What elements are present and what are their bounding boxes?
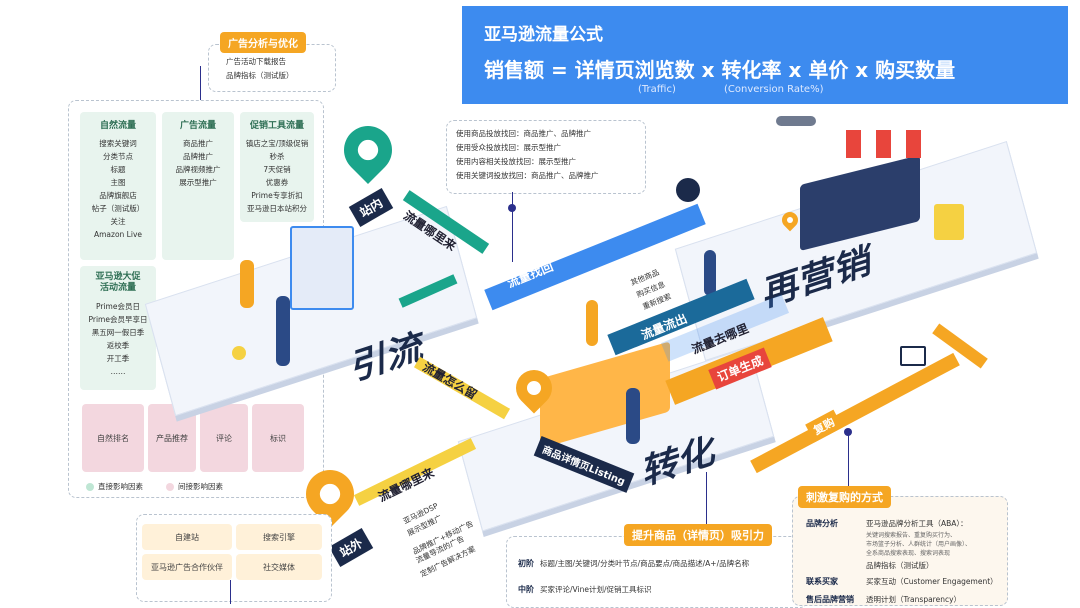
connector-dot <box>844 428 852 436</box>
arrow-repurchase <box>750 352 960 474</box>
retarget-note: 使用关键词投放找回：商品推广、品牌推广 <box>456 171 599 180</box>
list-item: 亚马逊日本站积分 <box>247 204 307 213</box>
ad-traffic-head: 广告流量 <box>179 121 216 131</box>
list-item: 秒杀 <box>269 152 285 161</box>
list-item: 黑五网一假日季 <box>91 328 145 337</box>
list-item: 关注 <box>110 217 126 226</box>
improve-stage: 中阶 <box>518 585 534 594</box>
list-item: Prime会员早享日 <box>88 315 148 324</box>
retarget-note: 使用受众投放找回：展示型推广 <box>456 143 561 152</box>
list-item: 分类节点 <box>103 152 133 161</box>
person-illustration <box>626 388 640 444</box>
ad-analysis-item-1: 广告活动下载报告 <box>226 57 286 66</box>
improve-text: 买家评论/Vine计划/促销工具标识 <box>540 585 652 594</box>
repurchase-sub: 关键词搜索报告、重复购买行为、 <box>866 532 957 539</box>
shop-awning <box>846 130 936 158</box>
list-item: 帖子（测试版） <box>91 204 145 213</box>
list-item: Amazon Live <box>93 230 142 239</box>
list-item: 搜索关键词 <box>99 139 137 148</box>
formula-title: 亚马逊流量公式 <box>484 25 603 45</box>
arrow-recover <box>484 203 706 311</box>
outside-ad-partner: 亚马逊广告合作伙伴 <box>142 554 232 580</box>
list-item: 品牌视频推广 <box>175 165 221 174</box>
retarget-note: 使用商品投放找回：商品推广、品牌推广 <box>456 129 591 138</box>
ad-traffic-column: 广告流量 商品推广 品牌推广 品牌视频推广 展示型推广 <box>162 112 234 260</box>
repurchase-val: 品牌指标（测试版） <box>866 561 934 570</box>
repurchase-key: 联系买家 <box>806 577 838 586</box>
connector-line <box>848 430 849 486</box>
recover-node-icon <box>676 178 700 202</box>
drone-icon <box>776 116 816 126</box>
connector-line <box>200 66 201 104</box>
list-item: 优惠券 <box>265 178 289 187</box>
natural-traffic-column: 自然流量 搜索关键词 分类节点 标题 主图 品牌旗舰店 帖子（测试版） 关注 A… <box>80 112 156 260</box>
outside-search-engine: 搜索引擎 <box>236 524 322 550</box>
formula-conversion-note: (Conversion Rate%) <box>724 84 824 95</box>
list-item: 品牌旗舰店 <box>99 191 137 200</box>
big-promo-column: 亚马逊大促 活动流量 Prime会员日 Prime会员早享日 黑五网一假日季 返… <box>80 266 156 390</box>
improve-title: 提升商品（详情页）吸引力 <box>624 524 772 546</box>
list-item: 展示型推广 <box>179 178 217 187</box>
list-item: 镇店之宝/顶级促销 <box>245 139 309 148</box>
outside-social-media: 社交媒体 <box>236 554 322 580</box>
formula-traffic-note: (Traffic) <box>638 84 676 95</box>
repurchase-val: 透明计划（Transparency） <box>866 595 962 604</box>
screen-illustration <box>290 226 354 310</box>
inside-station-pin-icon <box>334 116 402 184</box>
retarget-note: 使用内容相关投放找回：展示型推广 <box>456 157 576 166</box>
legend-indirect: 间接影响因素 <box>178 482 223 491</box>
shopping-bag-icon <box>934 204 964 240</box>
retarget-notes-box <box>446 120 646 194</box>
connector-dot <box>508 204 516 212</box>
repurchase-val: 亚马逊品牌分析工具（ABA）： <box>866 519 968 528</box>
improve-text: 标题/主图/关键词/分类叶节点/商品要点/商品描述/A+/品牌名称 <box>540 559 750 568</box>
person-illustration <box>240 260 254 308</box>
person-illustration <box>276 296 290 366</box>
connector-line <box>512 192 513 262</box>
list-item: …… <box>110 367 126 376</box>
promo-tool-head: 促销工具流量 <box>249 121 304 131</box>
list-item: 品牌推广 <box>183 152 213 161</box>
factor-review: 评论 <box>200 404 248 472</box>
repurchase-key: 品牌分析 <box>806 519 838 528</box>
list-item: 返校季 <box>106 341 130 350</box>
list-item: 标题 <box>110 165 126 174</box>
list-item: 主图 <box>110 178 126 187</box>
outside-station-tag: 站外 <box>328 528 374 567</box>
legend-direct-swatch <box>86 483 94 491</box>
connector-line <box>230 580 231 604</box>
person-illustration <box>586 300 598 346</box>
formula-banner: 亚马逊流量公式 销售额 = 详情页浏览数 x 转化率 x 单价 x 购买数量 (… <box>462 6 1068 104</box>
legend-indirect-swatch <box>166 483 174 491</box>
list-item: 7天促销 <box>263 165 291 174</box>
repurchase-title: 刺激复购的方式 <box>798 486 891 508</box>
repurchase-sub: 全系商品搜索表现、搜索词表现 <box>866 550 951 557</box>
improve-box <box>506 536 808 608</box>
shopping-cart-icon <box>900 346 926 366</box>
ad-analysis-item-2: 品牌指标（测试版） <box>226 71 294 80</box>
outside-own-site: 自建站 <box>142 524 232 550</box>
list-item: 开工季 <box>106 354 130 363</box>
legend-direct: 直接影响因素 <box>98 482 143 491</box>
ad-analysis-title: 广告分析与优化 <box>220 32 306 53</box>
list-item: 商品推广 <box>183 139 213 148</box>
repurchase-val: 买家互动（Customer Engagement） <box>866 577 998 586</box>
big-promo-head: 亚马逊大促 活动流量 <box>95 272 141 293</box>
repurchase-sub: 市场篮子分析、人群统计（用户画像）、 <box>866 541 972 548</box>
factor-product-recommend: 产品推荐 <box>148 404 196 472</box>
connector-line <box>706 472 707 524</box>
natural-traffic-head: 自然流量 <box>99 121 136 131</box>
improve-stage: 初阶 <box>518 559 534 568</box>
repurchase-key: 售后品牌营销 <box>806 595 854 604</box>
lightbulb-icon <box>232 346 246 360</box>
person-illustration <box>704 250 716 296</box>
arrow-how-stay-label: 流量怎么留 <box>420 359 480 402</box>
list-item: Prime专享折扣 <box>251 191 303 200</box>
promo-tool-column: 促销工具流量 镇店之宝/顶级促销 秒杀 7天促销 优惠券 Prime专享折扣 亚… <box>240 112 314 222</box>
list-item: Prime会员日 <box>96 302 140 311</box>
factor-badge: 标识 <box>252 404 304 472</box>
inside-station-tag: 站内 <box>348 188 394 227</box>
formula-equation: 销售额 = 详情页浏览数 x 转化率 x 单价 x 购买数量 <box>484 58 956 82</box>
factor-natural-rank: 自然排名 <box>82 404 144 472</box>
